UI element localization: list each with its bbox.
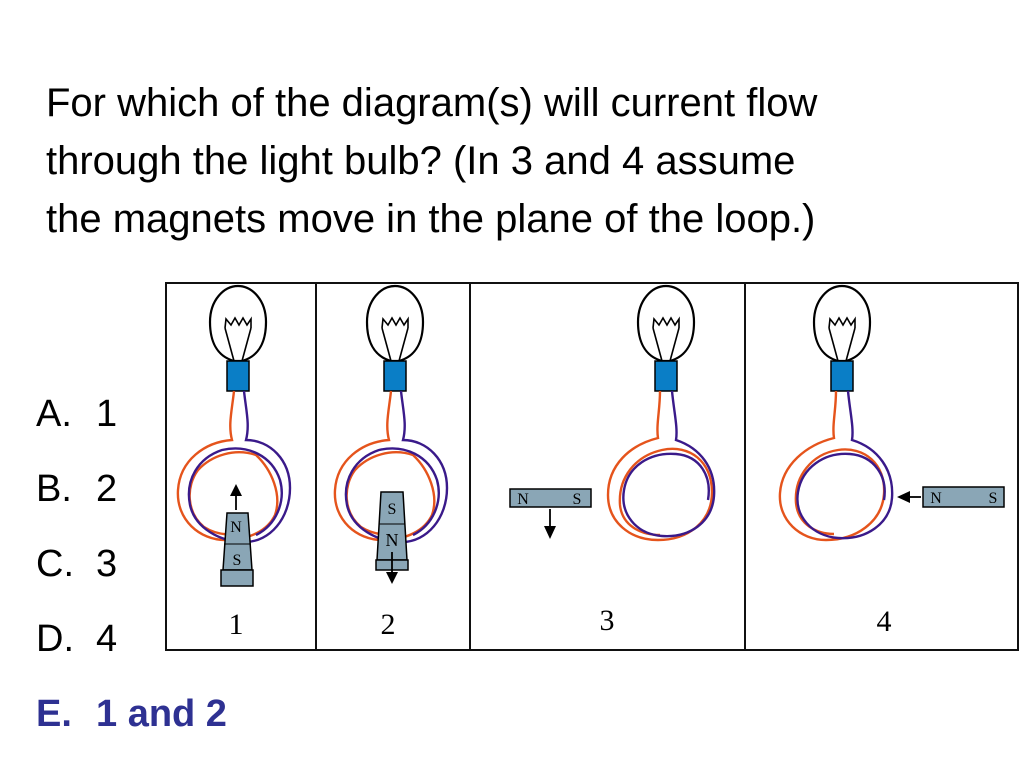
answer-option-d[interactable]: D. 4 (36, 602, 227, 677)
light-bulb-icon (208, 284, 268, 393)
panel-3: N S 3 (509, 284, 716, 637)
answer-letter: C. (36, 543, 74, 585)
panel-4: N S 4 (778, 284, 1005, 638)
question-text: For which of the diagram(s) will current… (46, 74, 1006, 248)
answer-option-e[interactable]: E. 1 and 2 (36, 677, 227, 752)
panel-2: S N 2 (333, 284, 449, 641)
purple-wire (344, 390, 449, 544)
question-line: the magnets move in the plane of the loo… (46, 197, 816, 241)
magnet-pole-label: S (233, 552, 242, 569)
panel-label: 2 (381, 608, 396, 641)
question-line: through the light bulb? (In 3 and 4 assu… (46, 139, 796, 183)
panel-label: 3 (600, 604, 615, 637)
answer-option-c[interactable]: C. 3 (36, 527, 227, 602)
answer-letter: E. (36, 693, 72, 735)
answer-text: 1 and 2 (96, 693, 227, 735)
answer-text: 1 (96, 393, 118, 435)
answer-letter: A. (36, 393, 72, 435)
bar-magnet (922, 486, 1005, 508)
light-bulb-icon (812, 284, 872, 393)
magnet-pole-label: S (989, 490, 998, 507)
orange-wire (778, 390, 886, 542)
panel-label: 4 (877, 605, 892, 638)
magnet-pole-label: N (230, 519, 242, 536)
orange-wire (606, 390, 714, 542)
answer-letter: B. (36, 468, 72, 510)
answer-text: 4 (96, 618, 118, 660)
answer-option-a[interactable]: A. 1 (36, 377, 227, 452)
magnet-pole-label: N (386, 530, 399, 550)
diagram-frame (165, 282, 1019, 651)
magnet-pole-label: N (930, 490, 942, 507)
magnet-pole-label: N (517, 491, 529, 508)
bar-magnet (509, 488, 592, 508)
answer-text: 2 (96, 468, 118, 510)
light-bulb-icon (636, 284, 696, 393)
magnet-pole-label: S (573, 491, 582, 508)
panel-label: 1 (229, 608, 244, 641)
answer-letter: D. (36, 618, 74, 660)
purple-wire (796, 390, 894, 540)
answer-option-b[interactable]: B. 2 (36, 452, 227, 527)
magnet-pole-label: S (388, 501, 397, 518)
answer-list: A. 1 B. 2 C. 3 D. 4 E. 1 and 2 (36, 377, 227, 752)
purple-wire (622, 390, 716, 538)
answer-text: 3 (96, 543, 118, 585)
panel-1: N S 1 (176, 284, 292, 641)
light-bulb-icon (365, 284, 425, 393)
question-line: For which of the diagram(s) will current… (46, 81, 818, 125)
purple-wire (187, 390, 292, 544)
